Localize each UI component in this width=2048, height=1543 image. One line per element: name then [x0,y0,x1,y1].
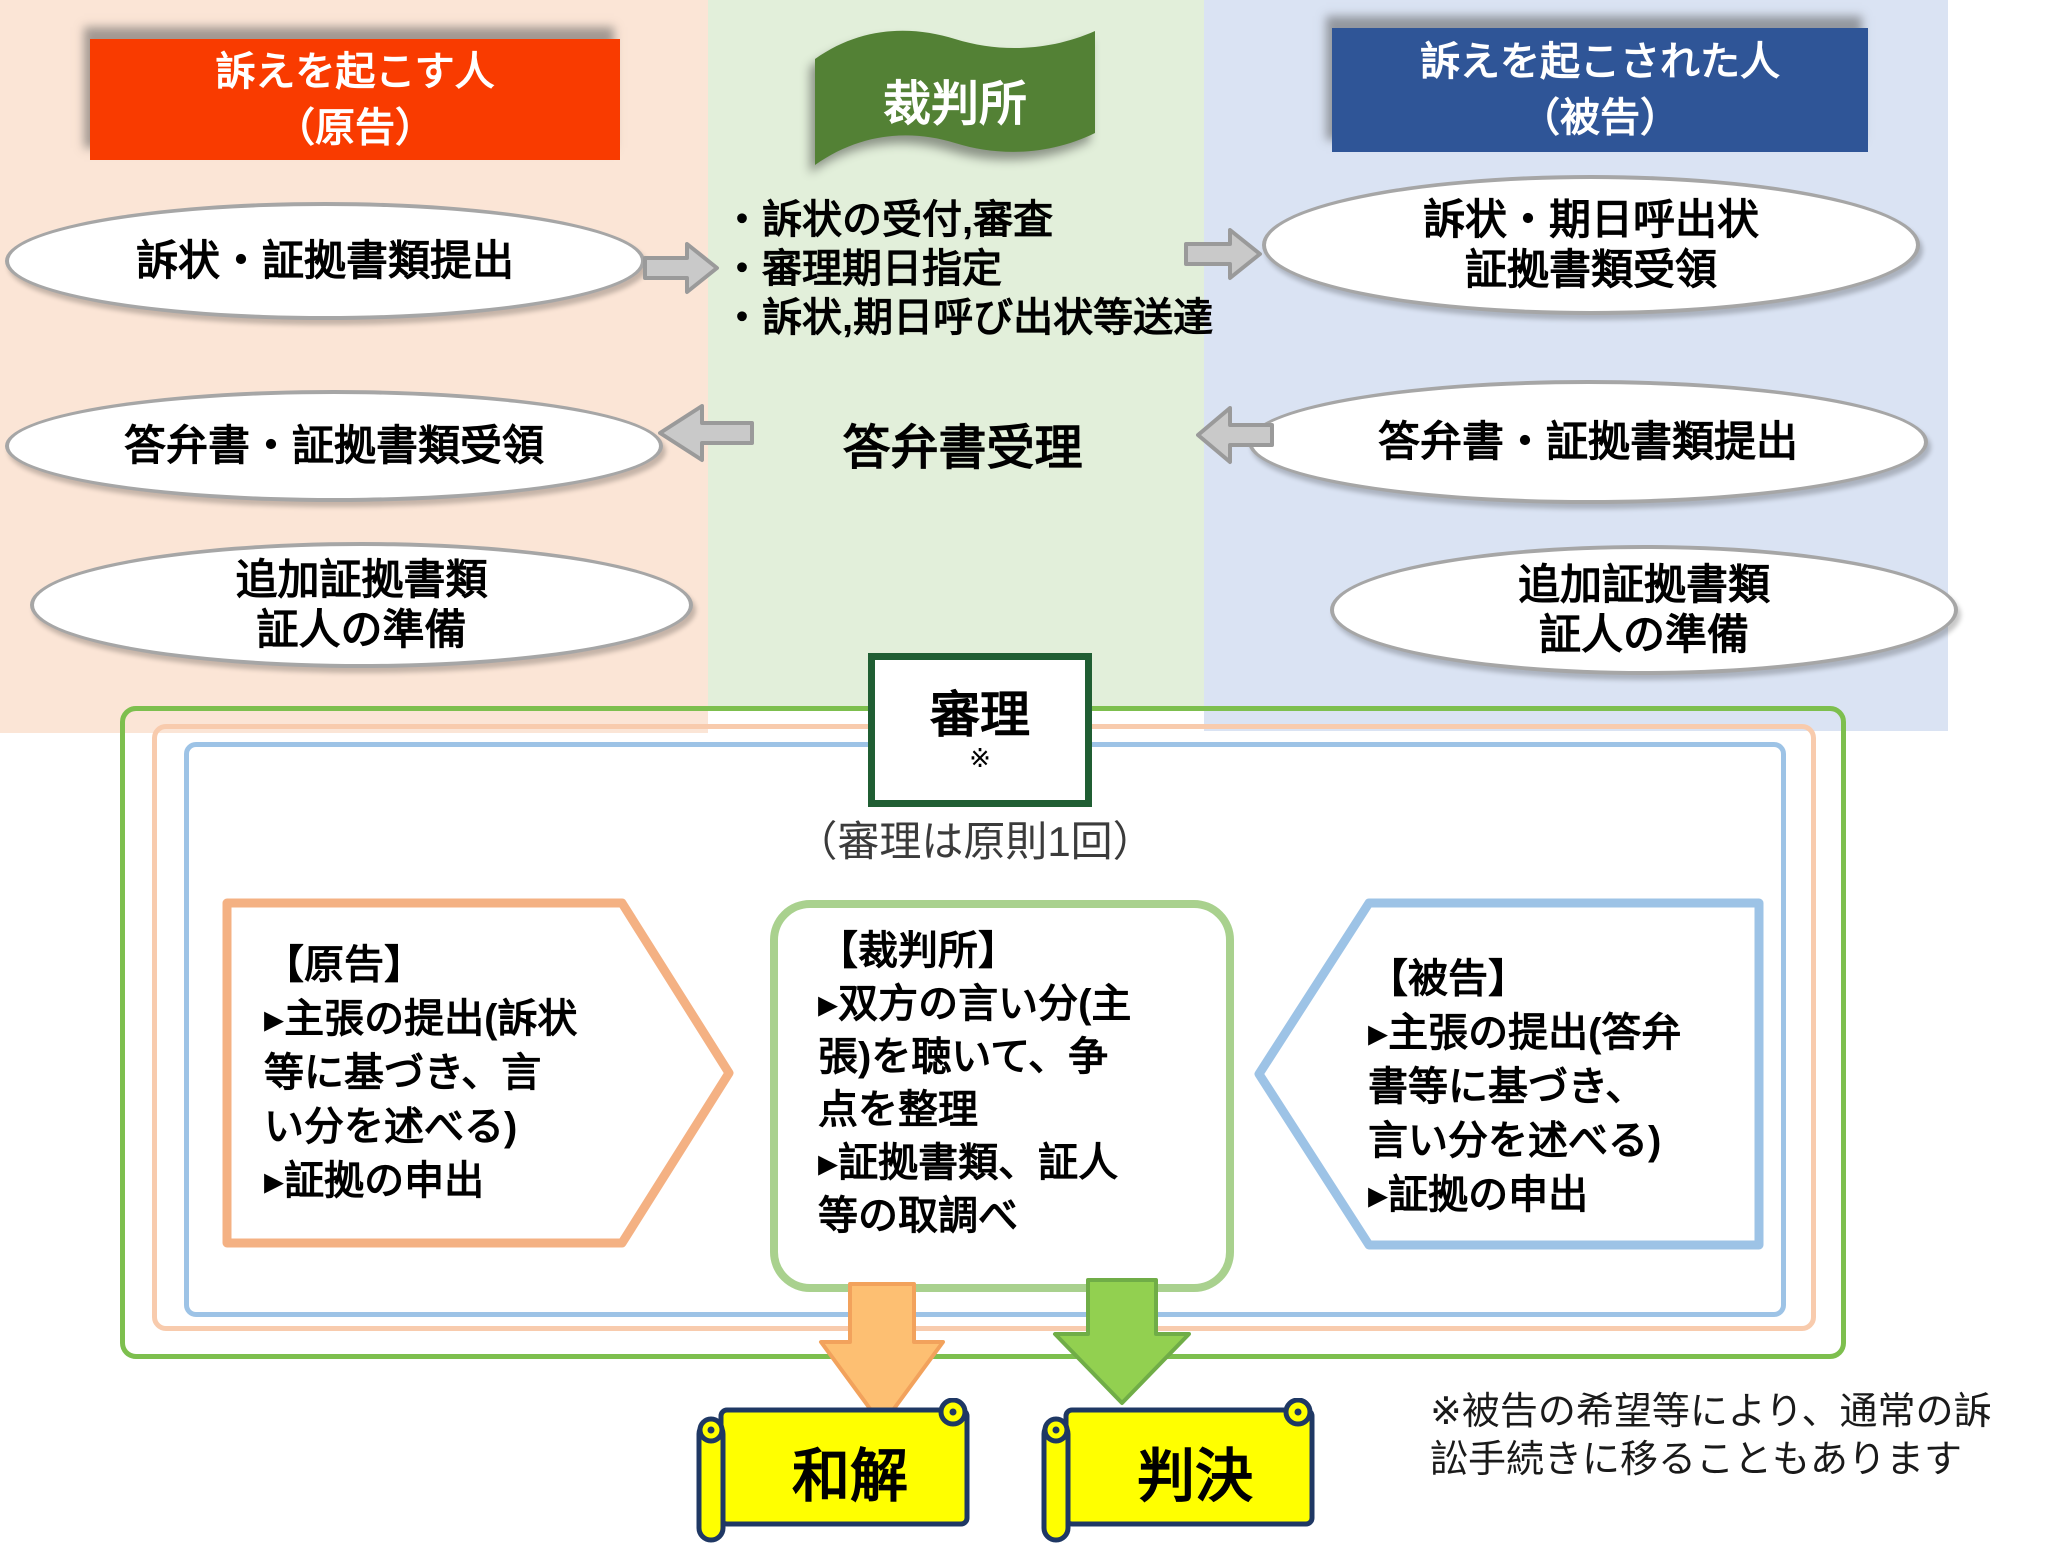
trial-plaintiff-panel [222,898,734,1248]
trial-defendant-line1: 【被告】 [1368,957,1528,1001]
footnote-line1: ※被告の希望等により、通常の訴 [1430,1391,1992,1433]
trial-court-line6: 等の取調べ [818,1194,1018,1238]
court-task-3: ・訴状,期日呼び出状等送達 [722,296,1214,340]
arrow-left-defendant-to-court-icon [1196,406,1274,464]
plaintiff-step-prepare-evidence: 追加証拠書類 証人の準備 [30,542,693,668]
defendant-header-line1: 訴えを起こされた人 [1420,40,1780,84]
plaintiff-header: 訴えを起こす人 （原告） [90,39,620,160]
trial-court-text: 【裁判所】 ▸双方の言い分(主 張)を聴いて、争 点を整理 ▸証拠書類、証人 等… [818,925,1131,1243]
trial-plaintiff-line5: ▸証拠の申出 [264,1159,485,1203]
trial-defendant-panel [1254,898,1764,1250]
plaintiff-step3-line2: 証人の準備 [256,606,467,653]
court-flag-banner: 裁判所 [815,25,1095,173]
defendant-step-submit-answer: 答弁書・証拠書類提出 [1248,380,1928,504]
footnote-line2: 訟手続きに移ることもあります [1430,1439,1963,1481]
defendant-header: 訴えを起こされた人 （被告） [1332,28,1868,152]
footnote: ※被告の希望等により、通常の訴 訟手続きに移ることもあります [1430,1388,2048,1484]
defendant-step3-line2: 証人の準備 [1538,611,1749,658]
trial-caption: （審理は原則1回） [795,818,1155,865]
arrow-right-court-to-defendant-icon [1184,228,1262,280]
court-title: 裁判所 [882,78,1027,131]
scroll-icon [1041,1398,1315,1543]
trial-court-line5: ▸証拠書類、証人 [818,1141,1119,1185]
trial-defendant-line3: 書等に基づき、 [1368,1065,1646,1109]
trial-plaintiff-line1: 【原告】 [264,943,424,987]
trial-title: 審理 [930,687,1030,743]
plaintiff-step-file-complaint: 訴状・証拠書類提出 [5,202,645,320]
trial-plaintiff-line4: い分を述べる) [264,1105,518,1149]
court-receive-answer-label: 答弁書受理 [842,422,1083,475]
court-task-1: ・訴状の受付,審査 [722,198,1054,242]
trial-plaintiff-text: 【原告】 ▸主張の提出(訴状 等に基づき、言 い分を述べる) ▸証拠の申出 [264,938,577,1208]
arrow-down-judgment-icon [1053,1278,1191,1405]
defendant-header-line2: （被告） [1520,96,1680,140]
trial-court-line3: 張)を聴いて、争 [818,1035,1109,1079]
plaintiff-step1-label: 訴状・証拠書類提出 [135,237,514,284]
arrow-left-court-to-plaintiff-icon [658,404,754,462]
trial-court-line4: 点を整理 [818,1088,978,1132]
defendant-step1-line2: 証拠書類受領 [1464,246,1717,293]
court-task-list: ・訴状の受付,審査 ・審理期日指定 ・訴状,期日呼び出状等送達 [722,196,1242,343]
arrow-right-plaintiff-to-court-icon [643,242,719,294]
trial-defendant-line4: 言い分を述べる) [1368,1119,1662,1163]
defendant-step2-label: 答弁書・証拠書類提出 [1377,418,1798,465]
plaintiff-step-receive-answer: 答弁書・証拠書類受領 [5,390,663,502]
flag-icon [815,30,1095,165]
trial-ref-mark: ※ [969,743,991,773]
scroll-icon [696,1398,970,1543]
defendant-step-prepare-evidence: 追加証拠書類 証人の準備 [1330,545,1958,675]
trial-defendant-line5: ▸証拠の申出 [1368,1173,1589,1217]
court-task-2: ・審理期日指定 [722,247,1002,291]
defendant-step1-line1: 訴状・期日呼出状 [1422,196,1759,243]
defendant-step3-line1: 追加証拠書類 [1517,561,1770,608]
trial-plaintiff-line2: ▸主張の提出(訴状 [264,997,578,1041]
plaintiff-step2-label: 答弁書・証拠書類受領 [123,422,544,469]
trial-court-panel [770,900,1234,1292]
trial-defendant-text: 【被告】 ▸主張の提出(答弁 書等に基づき、 言い分を述べる) ▸証拠の申出 [1368,952,1681,1222]
settlement-label: 和解 [791,1444,908,1509]
plaintiff-header-line1: 訴えを起こす人 [215,49,495,94]
judgment-scroll: 判決 [1040,1398,1320,1543]
arrow-down-settlement-icon [819,1282,945,1427]
trial-court-line2: ▸双方の言い分(主 [818,982,1132,1026]
plaintiff-step3-line1: 追加証拠書類 [235,556,488,603]
trial-court-line1: 【裁判所】 [818,929,1018,973]
defendant-step-receive-complaint: 訴状・期日呼出状 証拠書類受領 [1262,175,1920,315]
judgment-label: 判決 [1136,1444,1253,1509]
settlement-scroll: 和解 [695,1398,975,1543]
trial-defendant-line2: ▸主張の提出(答弁 [1368,1011,1682,1055]
pentagon-right-icon [222,898,734,1248]
plaintiff-header-line2: （原告） [275,105,435,150]
trial-box: 審理 ※ [868,653,1092,807]
pentagon-left-icon [1254,898,1764,1250]
trial-plaintiff-line3: 等に基づき、言 [264,1051,542,1095]
